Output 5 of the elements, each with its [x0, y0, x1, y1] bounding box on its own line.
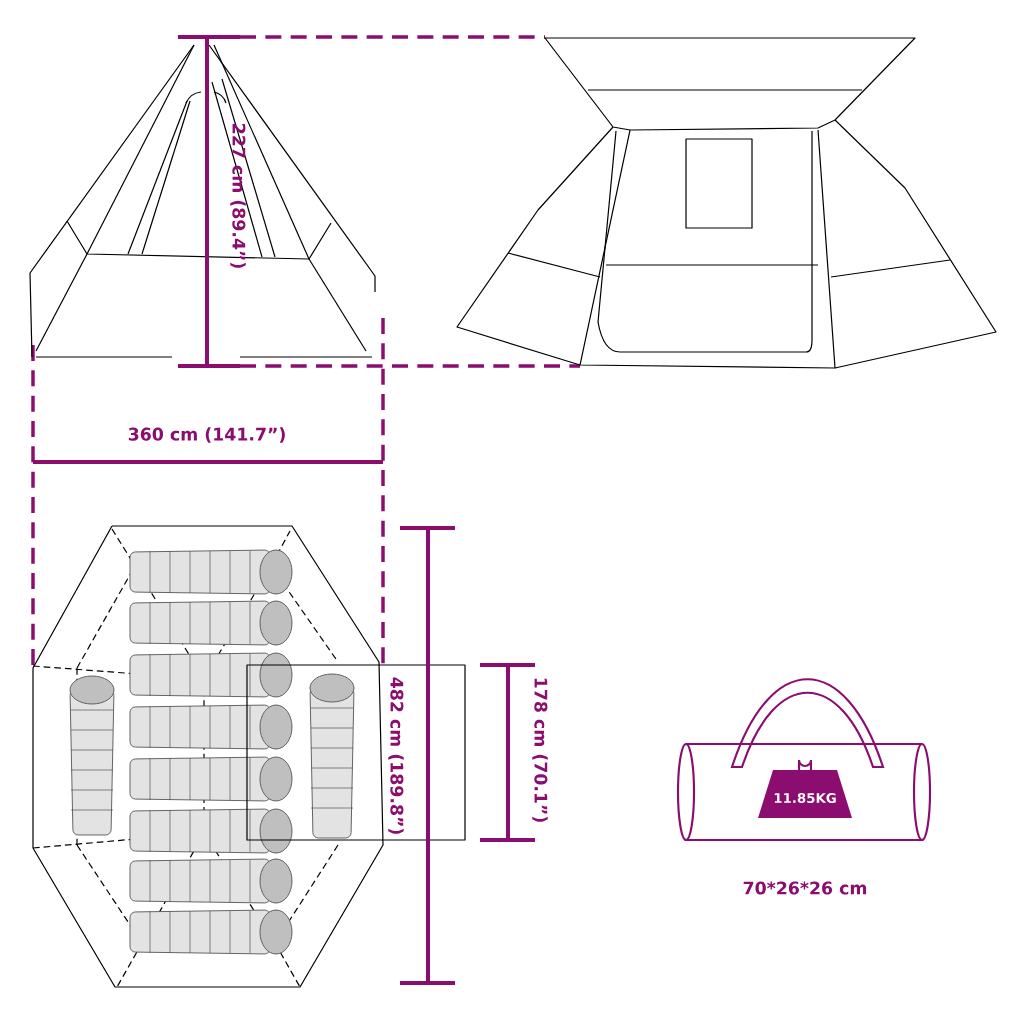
dimension-label: 360 cm (141.7”): [128, 427, 285, 443]
dimension-label: 70*26*26 cm: [743, 881, 867, 895]
dimension-label: 178 cm (70.1”): [532, 678, 548, 822]
dimension-label: 227 cm (89.4”): [230, 124, 246, 268]
dimension-label: 482 cm (189.8”): [388, 677, 404, 834]
